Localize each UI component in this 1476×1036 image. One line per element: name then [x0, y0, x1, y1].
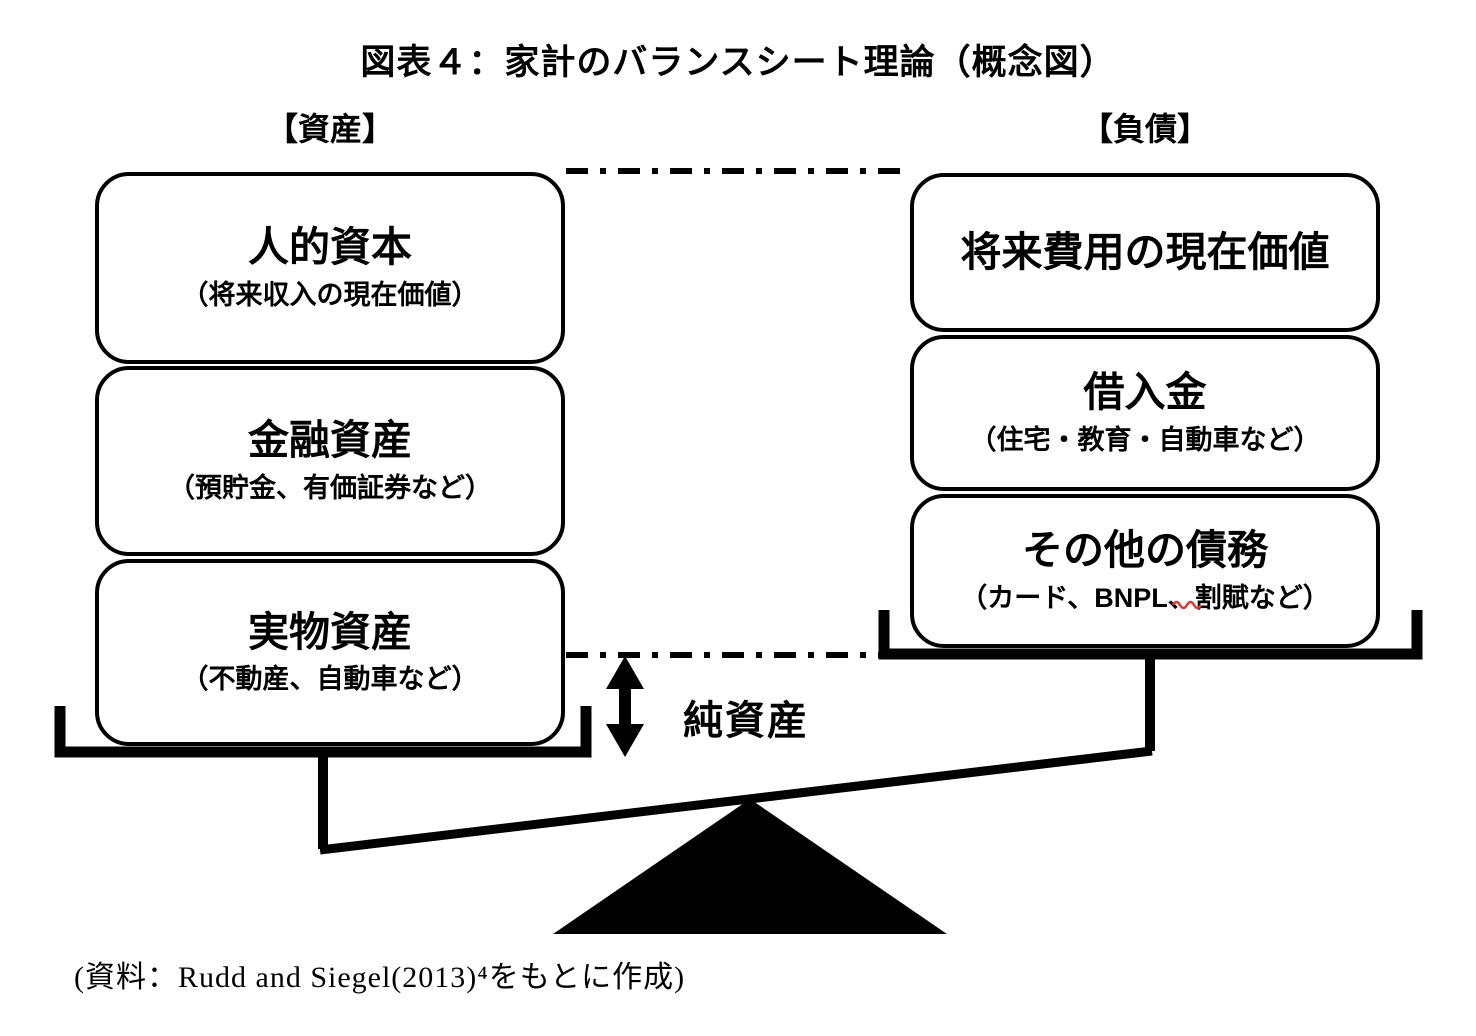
- box-sub-label: （不動産、自動車など）: [181, 664, 479, 695]
- box-main-label: その他の債務: [1022, 527, 1268, 574]
- liability-box-other-debts: その他の債務 （カード、BNPL、割賦など）: [910, 494, 1380, 648]
- box-main-label: 実物資産: [248, 608, 412, 655]
- fulcrum-triangle: [553, 799, 947, 934]
- figure-title: 図表４：家計のバランスシート理論（概念図）: [360, 43, 1116, 82]
- net-assets-arrow: [606, 656, 644, 757]
- box-main-label: 借入金: [1083, 369, 1207, 416]
- asset-box-financial-assets: 金融資産 （預貯金、有価証券など）: [95, 366, 565, 556]
- liabilities-header: 【負債】: [1080, 111, 1209, 147]
- box-main-label: 金融資産: [248, 417, 412, 464]
- box-sub-label: （将来収入の現在価値）: [181, 279, 479, 310]
- box-sub-label: （預貯金、有価証券など）: [168, 472, 492, 503]
- assets-header: 【資産】: [265, 111, 394, 147]
- liability-box-borrowings: 借入金 （住宅・教育・自動車など）: [910, 335, 1380, 491]
- box-sub-label: （カード、BNPL、割賦など）: [960, 582, 1330, 613]
- asset-box-real-assets: 実物資産 （不動産、自動車など）: [95, 559, 565, 746]
- box-main-label: 人的資本: [248, 224, 412, 271]
- arrow-up-head: [606, 656, 644, 689]
- liability-box-future-expenses: 将来費用の現在価値: [910, 173, 1380, 332]
- box-sub-label: （住宅・教育・自動車など）: [969, 424, 1321, 455]
- asset-box-human-capital: 人的資本 （将来収入の現在価値）: [95, 172, 565, 364]
- source-caption: (資料：Rudd and Siegel(2013)⁴をもとに作成): [74, 961, 686, 994]
- box-main-label: 将来費用の現在価値: [960, 228, 1330, 275]
- arrow-down-head: [606, 724, 644, 757]
- balance-beam: [319, 746, 1153, 855]
- net-assets-label: 純資産: [683, 699, 809, 743]
